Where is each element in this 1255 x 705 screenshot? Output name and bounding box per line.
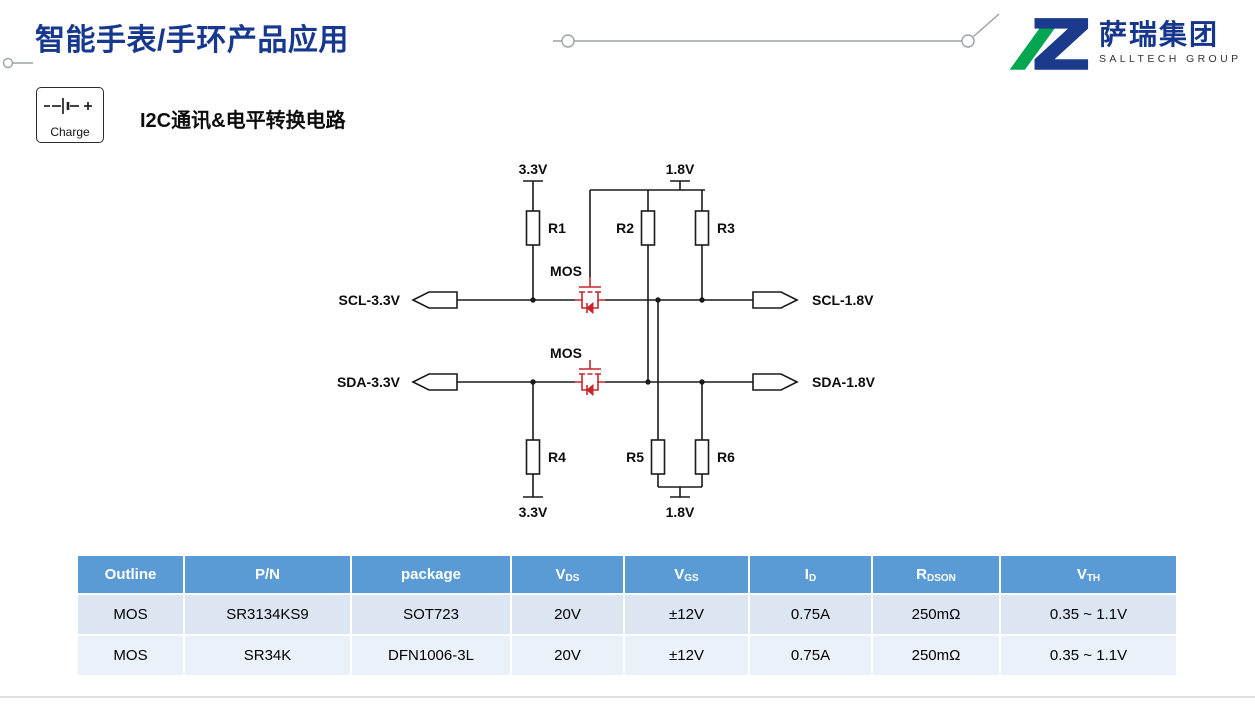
header-text: Outline xyxy=(104,566,157,583)
table-cell: ±12V xyxy=(625,595,748,634)
decor-node-circle xyxy=(561,34,575,48)
header-text: V xyxy=(1076,566,1087,583)
table-cell: 250mΩ xyxy=(873,636,999,675)
section-subtitle: I2C通讯&电平转换电路 xyxy=(140,110,346,132)
decor-node-circle xyxy=(961,34,975,48)
mosfet-label-sda: MOS xyxy=(550,345,582,361)
table-cell: 250mΩ xyxy=(873,595,999,634)
charge-label: Charge xyxy=(50,125,90,139)
net-label-sda-1v8: SDA-1.8V xyxy=(812,374,876,390)
table-cell: DFN1006-3L xyxy=(352,636,510,675)
header-text: P/N xyxy=(254,566,280,583)
decor-diagonal-line xyxy=(973,13,1000,38)
table-cell: MOS xyxy=(78,636,183,675)
table-cell: 0.75A xyxy=(750,636,871,675)
i2c-level-shifter-circuit: 3.3V R1 1.8V R2 R3 SCL-3.3V xyxy=(337,161,876,520)
scl-signal-row: SCL-3.3V SCL-1.8V MOS xyxy=(339,263,874,315)
decor-node-circle xyxy=(2,57,14,69)
table-cell: 20V xyxy=(512,595,623,634)
logo-name: 萨瑞集团 xyxy=(1099,18,1220,50)
supply-label-1v8-bottom: 1.8V xyxy=(666,504,695,520)
supply-3v3-top: 3.3V R1 xyxy=(519,161,566,300)
header-sub: DSON xyxy=(926,573,956,584)
col-header-package: package xyxy=(352,556,510,593)
table-cell: SOT723 xyxy=(352,595,510,634)
logo-text-block: 萨瑞集团 SALLTECH GROUP xyxy=(1099,19,1242,65)
table-cell: SR3134KS9 xyxy=(185,595,350,634)
sda-signal-row: SDA-3.3V SDA-1.8V MOS xyxy=(337,345,876,397)
table-cell: 0.75A xyxy=(750,595,871,634)
resistor-r5 xyxy=(650,439,666,475)
net-flag-scl-1v8 xyxy=(752,291,799,309)
resistor-label-r6: R6 xyxy=(717,449,735,465)
mosfet-icon-scl xyxy=(575,277,605,315)
net-label-scl-1v8: SCL-1.8V xyxy=(812,292,874,308)
logo-mark-icon xyxy=(1009,18,1089,70)
logo-subtitle: SALLTECH GROUP xyxy=(1099,53,1242,66)
net-label-scl-3v3: SCL-3.3V xyxy=(339,292,401,308)
resistor-label-r3: R3 xyxy=(717,220,735,236)
net-flag-sda-3v3 xyxy=(411,373,458,391)
charge-battery-icon xyxy=(44,98,92,114)
junction-dots xyxy=(530,297,705,385)
charge-badge: Charge xyxy=(36,87,104,143)
header-text: V xyxy=(555,566,566,583)
table-cell: 0.35 ~ 1.1V xyxy=(1001,595,1176,634)
header-sub: D xyxy=(808,573,817,584)
resistor-label-r1: R1 xyxy=(548,220,566,236)
supply-label-3v3-bottom: 3.3V xyxy=(519,504,548,520)
header-text: V xyxy=(674,566,685,583)
resistor-label-r4: R4 xyxy=(548,449,566,465)
resistor-r6 xyxy=(694,439,710,475)
resistor-r4 xyxy=(525,439,541,475)
supply-3v3-bottom: R4 3.3V xyxy=(519,382,566,520)
table-cell: MOS xyxy=(78,595,183,634)
company-logo: 萨瑞集团 SALLTECH GROUP xyxy=(1002,10,1242,74)
col-header-outline: Outline xyxy=(78,556,183,593)
table-cell: 20V xyxy=(512,636,623,675)
supply-label-3v3-top: 3.3V xyxy=(519,161,548,177)
net-flag-sda-1v8 xyxy=(752,373,799,391)
table-cell: 0.35 ~ 1.1V xyxy=(1001,636,1176,675)
header-text: package xyxy=(400,566,462,583)
resistor-r1 xyxy=(525,210,541,246)
supply-label-1v8-top: 1.8V xyxy=(666,161,695,177)
table-cell: ±12V xyxy=(625,636,748,675)
header-decoration-lines xyxy=(0,13,1255,698)
net-flag-scl-3v3 xyxy=(411,291,458,309)
header-text: I xyxy=(804,566,809,583)
table-cell: SR34K xyxy=(185,636,350,675)
header-sub: GS xyxy=(684,573,699,584)
resistor-r2 xyxy=(640,210,656,246)
resistor-label-r5: R5 xyxy=(626,449,644,465)
mosfet-icon-sda xyxy=(575,360,605,397)
mosfet-label-scl: MOS xyxy=(550,263,582,279)
supply-1v8-bottom: R5 R6 1.8V xyxy=(626,300,735,520)
supply-1v8-top: 1.8V R2 R3 xyxy=(589,161,735,382)
header-text: R xyxy=(916,566,927,583)
net-label-sda-3v3: SDA-3.3V xyxy=(337,374,401,390)
resistor-r3 xyxy=(694,210,710,246)
header-sub: DS xyxy=(565,573,580,584)
header-sub: TH xyxy=(1086,573,1101,584)
col-header-pn: P/N xyxy=(185,556,350,593)
page-title: 智能手表/手环产品应用 xyxy=(35,24,349,57)
resistor-label-r2: R2 xyxy=(616,220,634,236)
